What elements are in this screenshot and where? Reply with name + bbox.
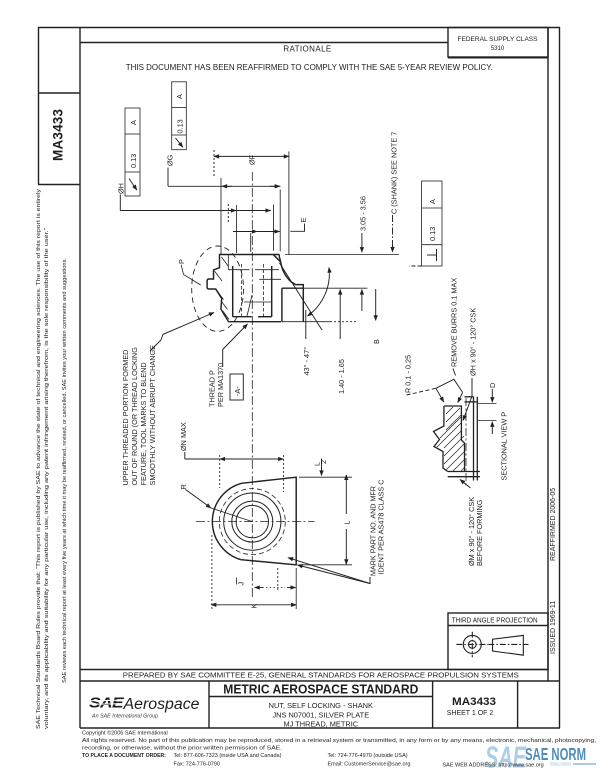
svg-text:C (SHANK) SEE NOTE 7: C (SHANK) SEE NOTE 7 — [390, 132, 399, 214]
svg-text:ISSUED 1969-11: ISSUED 1969-11 — [550, 601, 557, 654]
svg-text:voluntary, and its applicabili: voluntary, and its applicability and sui… — [44, 228, 50, 729]
svg-text:R: R — [179, 484, 188, 489]
svg-text:TO PLACE A DOCUMENT ORDER:: TO PLACE A DOCUMENT ORDER: — [82, 753, 166, 759]
svg-text:OUT OF ROUND (OR THREAD LOCKIN: OUT OF ROUND (OR THREAD LOCKING — [130, 347, 139, 486]
svg-text:2: 2 — [319, 460, 328, 464]
svg-text:SAE NORM: SAE NORM — [525, 744, 586, 764]
svg-text:THREAD P: THREAD P — [208, 370, 217, 407]
svg-text:E: E — [299, 218, 308, 223]
svg-text:-A-: -A- — [233, 386, 242, 396]
svg-text:SAE reviews each technical rep: SAE reviews each technical report at lea… — [62, 258, 68, 683]
svg-text:All rights reserved. No part o: All rights reserved. No part of this pub… — [82, 738, 597, 744]
svg-text:D: D — [488, 383, 497, 388]
svg-text:0.13: 0.13 — [175, 119, 184, 133]
svg-text:ØM x 90° - 120° CSK: ØM x 90° - 120° CSK — [467, 497, 476, 566]
svg-text:Email: CustomerService@sae.org: Email: CustomerService@sae.org — [328, 762, 411, 768]
svg-text:ØF: ØF — [248, 154, 257, 165]
svg-text:MA3433: MA3433 — [452, 696, 496, 708]
svg-text:0.13: 0.13 — [129, 154, 138, 168]
svg-text:MARK PART NO. AND MFR: MARK PART NO. AND MFR — [368, 486, 377, 576]
svg-text:SECTIONAL VIEW P: SECTIONAL VIEW P — [500, 412, 509, 481]
svg-text:Tel: 877-606-7323 (inside USA: Tel: 877-606-7323 (inside USA and Canada… — [174, 753, 282, 759]
svg-text:K: K — [250, 604, 259, 609]
svg-text:B: B — [372, 339, 381, 344]
svg-text:PREPARED BY SAE COMMITTEE E-25: PREPARED BY SAE COMMITTEE E-25, GENERAL … — [123, 671, 519, 680]
svg-text:PER MA1370: PER MA1370 — [216, 363, 225, 407]
svg-text:THIS DOCUMENT HAS BEEN REAFFIR: THIS DOCUMENT HAS BEEN REAFFIRMED TO COM… — [126, 63, 493, 72]
svg-text:UPPER THREADED PORTION FORMED: UPPER THREADED PORTION FORMED — [121, 350, 130, 486]
svg-text:5310: 5310 — [491, 46, 505, 52]
svg-text:L: L — [313, 462, 322, 466]
svg-text:3.05 - 3.56: 3.05 - 3.56 — [359, 196, 368, 231]
svg-text:METRIC AEROSPACE STANDARD: METRIC AEROSPACE STANDARD — [223, 683, 418, 697]
svg-text:REMOVE BURRS 0.1 MAX: REMOVE BURRS 0.1 MAX — [450, 278, 459, 367]
svg-text:P: P — [177, 259, 186, 264]
svg-text:Aerospace: Aerospace — [122, 696, 199, 713]
svg-text:MJ THREAD, METRIC: MJ THREAD, METRIC — [284, 720, 359, 729]
svg-text:An SAE International Group: An SAE International Group — [91, 714, 158, 720]
svg-text:R 0.1 - 0.25: R 0.1 - 0.25 — [404, 355, 413, 393]
svg-text:MA3433: MA3433 — [51, 108, 66, 161]
svg-text:Fax: 724-776-0790: Fax: 724-776-0790 — [174, 762, 220, 768]
svg-text:Tel: 724-776-4970 (outside USA: Tel: 724-776-4970 (outside USA) — [328, 753, 408, 759]
svg-text:SAE Technical Standards Board: SAE Technical Standards Board Rules prov… — [36, 189, 42, 729]
svg-text:SAE WEB ADDRESS: http://www.sa: SAE WEB ADDRESS: http://www.sae.org — [443, 763, 544, 769]
svg-text:0.13: 0.13 — [428, 227, 437, 241]
svg-text:SAE: SAE — [485, 740, 527, 775]
svg-text:BEFORE FORMING: BEFORE FORMING — [475, 499, 484, 566]
svg-text:REAFFIRMED 2006-05: REAFFIRMED 2006-05 — [550, 488, 557, 561]
svg-text:THIRD ANGLE PROJECTION: THIRD ANGLE PROJECTION — [452, 616, 538, 625]
svg-text:JNS N07001, SILVER PLATE: JNS N07001, SILVER PLATE — [272, 711, 369, 720]
svg-text:L: L — [343, 520, 352, 524]
svg-text:ØH: ØH — [117, 183, 126, 194]
svg-text:IDENT PER AS478 CLASS C: IDENT PER AS478 CLASS C — [376, 480, 385, 575]
svg-text:SHEET 1 OF 2: SHEET 1 OF 2 — [447, 710, 494, 717]
svg-text:A: A — [129, 120, 138, 125]
svg-text:43° - 47°: 43° - 47° — [302, 347, 311, 376]
svg-text:1.40 - 1.65: 1.40 - 1.65 — [337, 359, 346, 394]
svg-text:ØN MAX: ØN MAX — [179, 422, 188, 451]
svg-text:ØG: ØG — [166, 154, 175, 166]
svg-text:SMOOTHLY WITHOUT ABRUPT CHANGE: SMOOTHLY WITHOUT ABRUPT CHANGE — [148, 345, 157, 486]
svg-text:J: J — [237, 582, 246, 586]
svg-text:A: A — [428, 199, 437, 204]
svg-text:NUT, SELF LOCKING - SHANK: NUT, SELF LOCKING - SHANK — [269, 701, 373, 710]
svg-text:Copyright ©2006 SAE Internatio: Copyright ©2006 SAE International — [82, 730, 168, 737]
svg-text:recording, or otherwise, witho: recording, or otherwise, without the pri… — [82, 746, 283, 752]
svg-text:FEATURE, TOOL MARKS TO BLEND: FEATURE, TOOL MARKS TO BLEND — [139, 362, 148, 485]
svg-text:ØH x 90° - 120° CSK: ØH x 90° - 120° CSK — [468, 308, 477, 376]
svg-text:TECHNICAL STANDARDS: TECHNICAL STANDARDS — [550, 762, 571, 767]
svg-text:RATIONALE: RATIONALE — [283, 45, 331, 54]
svg-text:A: A — [175, 94, 184, 99]
svg-text:FEDERAL SUPPLY CLASS: FEDERAL SUPPLY CLASS — [458, 37, 538, 43]
